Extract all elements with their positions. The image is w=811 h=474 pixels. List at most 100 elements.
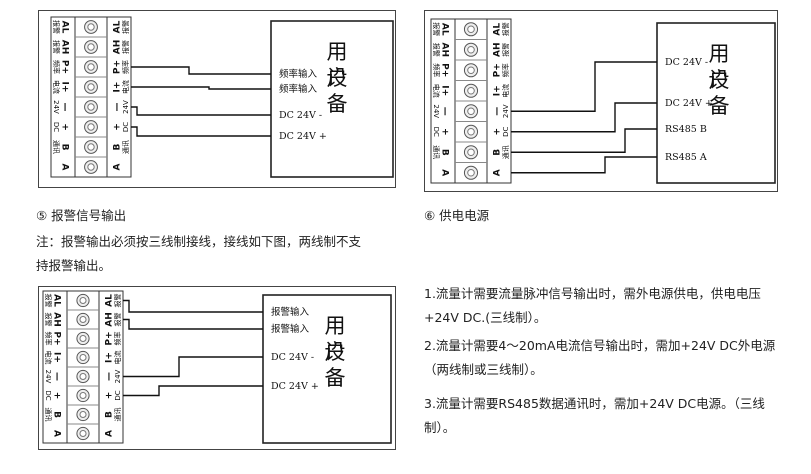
terminal-desc-left: 电流	[44, 351, 53, 365]
device-terminal-label: RS485 A	[665, 152, 707, 163]
screw-head-icon	[79, 334, 87, 343]
terminal-symbol-left: —	[440, 107, 450, 116]
terminal-symbol-right: AH	[493, 43, 503, 58]
screw-head-icon	[467, 127, 475, 136]
terminal-desc-left: 报警	[44, 294, 53, 308]
terminal-desc-left: 频率	[52, 60, 61, 74]
user-device-box	[262, 294, 392, 444]
wire	[123, 385, 263, 397]
screw-head-icon	[467, 66, 475, 75]
device-title-char: 备	[325, 366, 346, 390]
wire	[511, 128, 657, 153]
terminal-desc-right: 24V	[122, 100, 130, 114]
terminal-desc-right: 电流	[121, 80, 130, 94]
terminal-desc-right: 报警	[113, 313, 122, 327]
terminal-symbol-left: P+	[52, 331, 62, 345]
terminal-symbol-left: A	[60, 164, 70, 171]
terminal-symbol-right: —	[493, 107, 503, 116]
terminal-desc-right: 报警	[121, 20, 130, 34]
screw-head-icon	[87, 163, 95, 171]
terminal-desc-right: DC	[114, 390, 122, 400]
terminal-desc-left: 通讯	[432, 145, 441, 159]
terminal-desc-right: 频率	[501, 63, 510, 77]
device-title-char: 用	[325, 314, 346, 338]
device-title-char: 备	[709, 94, 730, 118]
device-terminal-label: RS485 B	[665, 124, 707, 135]
terminal-symbol-left: B	[60, 144, 70, 151]
terminal-desc-left: 报警	[44, 313, 53, 327]
screw-head-icon	[79, 372, 87, 381]
terminal-symbol-right: B	[105, 411, 115, 418]
terminal-symbol-right: A	[105, 430, 115, 437]
terminal-symbol-left: +	[52, 392, 62, 400]
screw-head-icon	[87, 123, 95, 131]
terminal-symbol-left: I+	[440, 85, 450, 96]
terminal-symbol-right: AL	[113, 20, 123, 33]
screw-head-icon	[79, 391, 87, 400]
terminal-desc-left: 频率	[432, 63, 441, 77]
wire	[511, 102, 657, 133]
wire	[123, 356, 263, 378]
terminal-symbol-left: +	[60, 123, 70, 131]
terminal-desc-left: DC	[44, 390, 52, 400]
screw-head-icon	[87, 23, 95, 31]
screw-head-icon	[467, 168, 475, 177]
device-title-char: 设	[709, 68, 730, 92]
wire	[131, 126, 271, 137]
terminal-symbol-right: AL	[105, 294, 115, 307]
device-title-char: 用	[327, 40, 348, 64]
terminal-desc-right: 通讯	[501, 145, 510, 159]
terminal-symbol-left: A	[440, 169, 450, 176]
terminal-symbol-right: +	[113, 123, 123, 131]
terminal-symbol-left: AL	[440, 23, 450, 36]
device-terminal-label: DC 24V -	[665, 57, 708, 68]
device-terminal-label: 报警输入	[271, 306, 310, 318]
terminal-symbol-right: B	[113, 143, 123, 150]
user-device-box	[656, 22, 776, 184]
caption-power-supply: ⑥ 供电电源	[424, 208, 490, 223]
device-terminal-label: DC 24V +	[271, 381, 319, 392]
terminal-symbol-right: —	[113, 103, 123, 112]
terminal-desc-right: 频率	[121, 60, 130, 74]
terminal-desc-right: 通讯	[121, 140, 130, 154]
terminal-symbol-right: +	[105, 392, 115, 400]
screw-head-icon	[467, 107, 475, 116]
screw-head-icon	[467, 86, 475, 95]
screw-head-icon	[467, 25, 475, 34]
terminal-desc-right: 电流	[501, 84, 510, 98]
screw-head-icon	[79, 296, 87, 305]
terminal-desc-left: 通讯	[44, 408, 53, 422]
screw-head-icon	[87, 63, 95, 71]
device-title-char: 户	[325, 340, 346, 364]
terminal-desc-right: DC	[502, 127, 510, 137]
screw-head-icon	[79, 353, 87, 362]
note-line-2: 持报警输出。	[36, 258, 112, 273]
terminal-desc-left: 24V	[432, 104, 440, 118]
device-terminal-label: DC 24V +	[665, 98, 713, 109]
paragraph-rs485: 3.流量计需要RS485数据通讯时，需加+24V DC电源。（三线制）。	[424, 396, 765, 435]
device-terminal-label: 频率输入	[279, 83, 318, 95]
terminal-symbol-right: A	[113, 163, 123, 170]
terminal-desc-left: 24V	[44, 370, 52, 384]
terminal-desc-left: 24V	[52, 100, 60, 114]
device-terminal-label: DC 24V +	[279, 131, 327, 142]
terminal-symbol-left: B	[440, 149, 450, 156]
terminal-symbol-left: AL	[52, 294, 62, 307]
terminal-desc-right: 通讯	[113, 408, 122, 422]
terminal-symbol-left: B	[52, 411, 62, 418]
terminal-symbol-right: +	[493, 128, 503, 136]
terminal-desc-right: 报警	[501, 43, 510, 57]
note-line-1: 注：报警输出必须按三线制接线，接线如下图，两线制不支	[36, 234, 362, 249]
terminal-symbol-right: I+	[113, 82, 123, 93]
wire	[511, 61, 657, 112]
terminal-symbol-right: A	[493, 169, 503, 176]
terminal-symbol-right: I+	[493, 85, 503, 96]
terminal-desc-right: 报警	[113, 294, 122, 308]
screw-head-icon	[87, 43, 95, 51]
caption-alarm-output: ⑤ 报警信号输出	[36, 208, 127, 223]
terminal-desc-left: 报警	[52, 20, 61, 34]
device-title-char: 户	[709, 68, 730, 92]
